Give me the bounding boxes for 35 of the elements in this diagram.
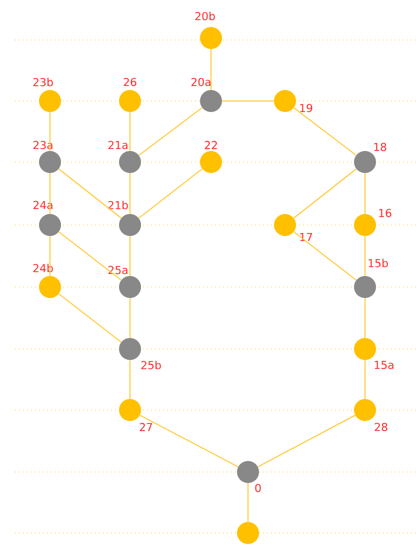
connector-line	[138, 107, 203, 156]
vertex-label: 27	[140, 422, 152, 432]
vertex-label: 23b	[33, 78, 53, 86]
connector-line	[293, 107, 357, 156]
vertex-label: 15b	[368, 258, 388, 268]
vertex-label: 22	[204, 140, 217, 150]
vertex-label: 26	[124, 78, 136, 86]
connector-line	[139, 414, 239, 468]
vertex-label: 28	[374, 422, 388, 432]
connector-line	[364, 360, 366, 400]
vertex-dot	[237, 522, 259, 544]
connector-line	[293, 231, 357, 281]
vertex-label: 17	[300, 233, 312, 241]
connector-line	[364, 172, 366, 214]
connector-line	[293, 168, 357, 219]
connector-line	[58, 168, 122, 219]
vertex-label: 18	[374, 142, 386, 152]
vertex-label: 16	[379, 208, 392, 218]
vertex-label: 25b	[141, 360, 161, 370]
vertex-label: 20b	[195, 12, 215, 20]
vertex-label: 19	[300, 104, 312, 112]
connector-line	[210, 48, 212, 90]
vertex-label: 20a	[191, 78, 210, 86]
connector-line	[58, 231, 122, 281]
vertex-label: 15a	[374, 360, 394, 370]
connector-line	[58, 293, 122, 343]
connector-line	[364, 298, 366, 338]
connector-line	[222, 100, 274, 102]
connector-line	[138, 168, 203, 219]
vertex-label: 0	[255, 484, 261, 492]
vertex-label: 21a	[108, 140, 128, 150]
connector-line	[257, 414, 356, 468]
connector-line	[364, 236, 366, 276]
vertex-label: 25a	[108, 266, 128, 274]
vertex-label: 21b	[108, 200, 128, 210]
